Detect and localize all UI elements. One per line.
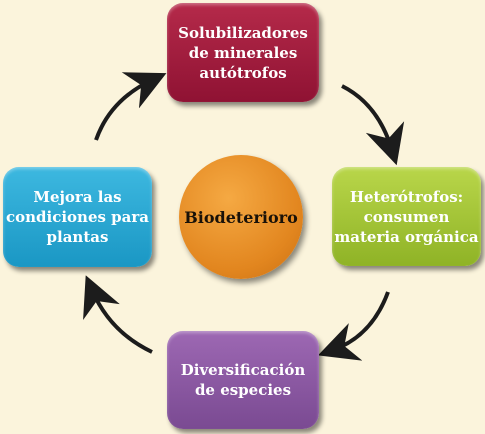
center-node-biodeterioro: Biodeterioro (179, 155, 303, 279)
node-solubilizadores-label: Solubilizadores de minerales autótrofos (178, 23, 308, 82)
arrow-bottom-to-left (83, 275, 153, 354)
node-diversificacion-label: Diversificación de especies (180, 361, 306, 399)
arrow-top-to-right (341, 84, 405, 166)
node-heterotrofos: Heterótrofos: consumen materia orgánica (332, 167, 481, 266)
node-mejora-condiciones: Mejora las condiciones para plantas (3, 167, 152, 267)
node-diversificacion: Diversificación de especies (167, 331, 319, 429)
arrow-right-to-bottom (317, 291, 390, 361)
arrow-left-to-top (94, 72, 167, 141)
center-node-label: Biodeterioro (184, 207, 298, 227)
node-heterotrofos-label: Heterótrofos: consumen materia orgánica (334, 187, 479, 246)
node-solubilizadores: Solubilizadores de minerales autótrofos (167, 3, 319, 102)
node-mejora-condiciones-label: Mejora las condiciones para plantas (5, 188, 149, 246)
